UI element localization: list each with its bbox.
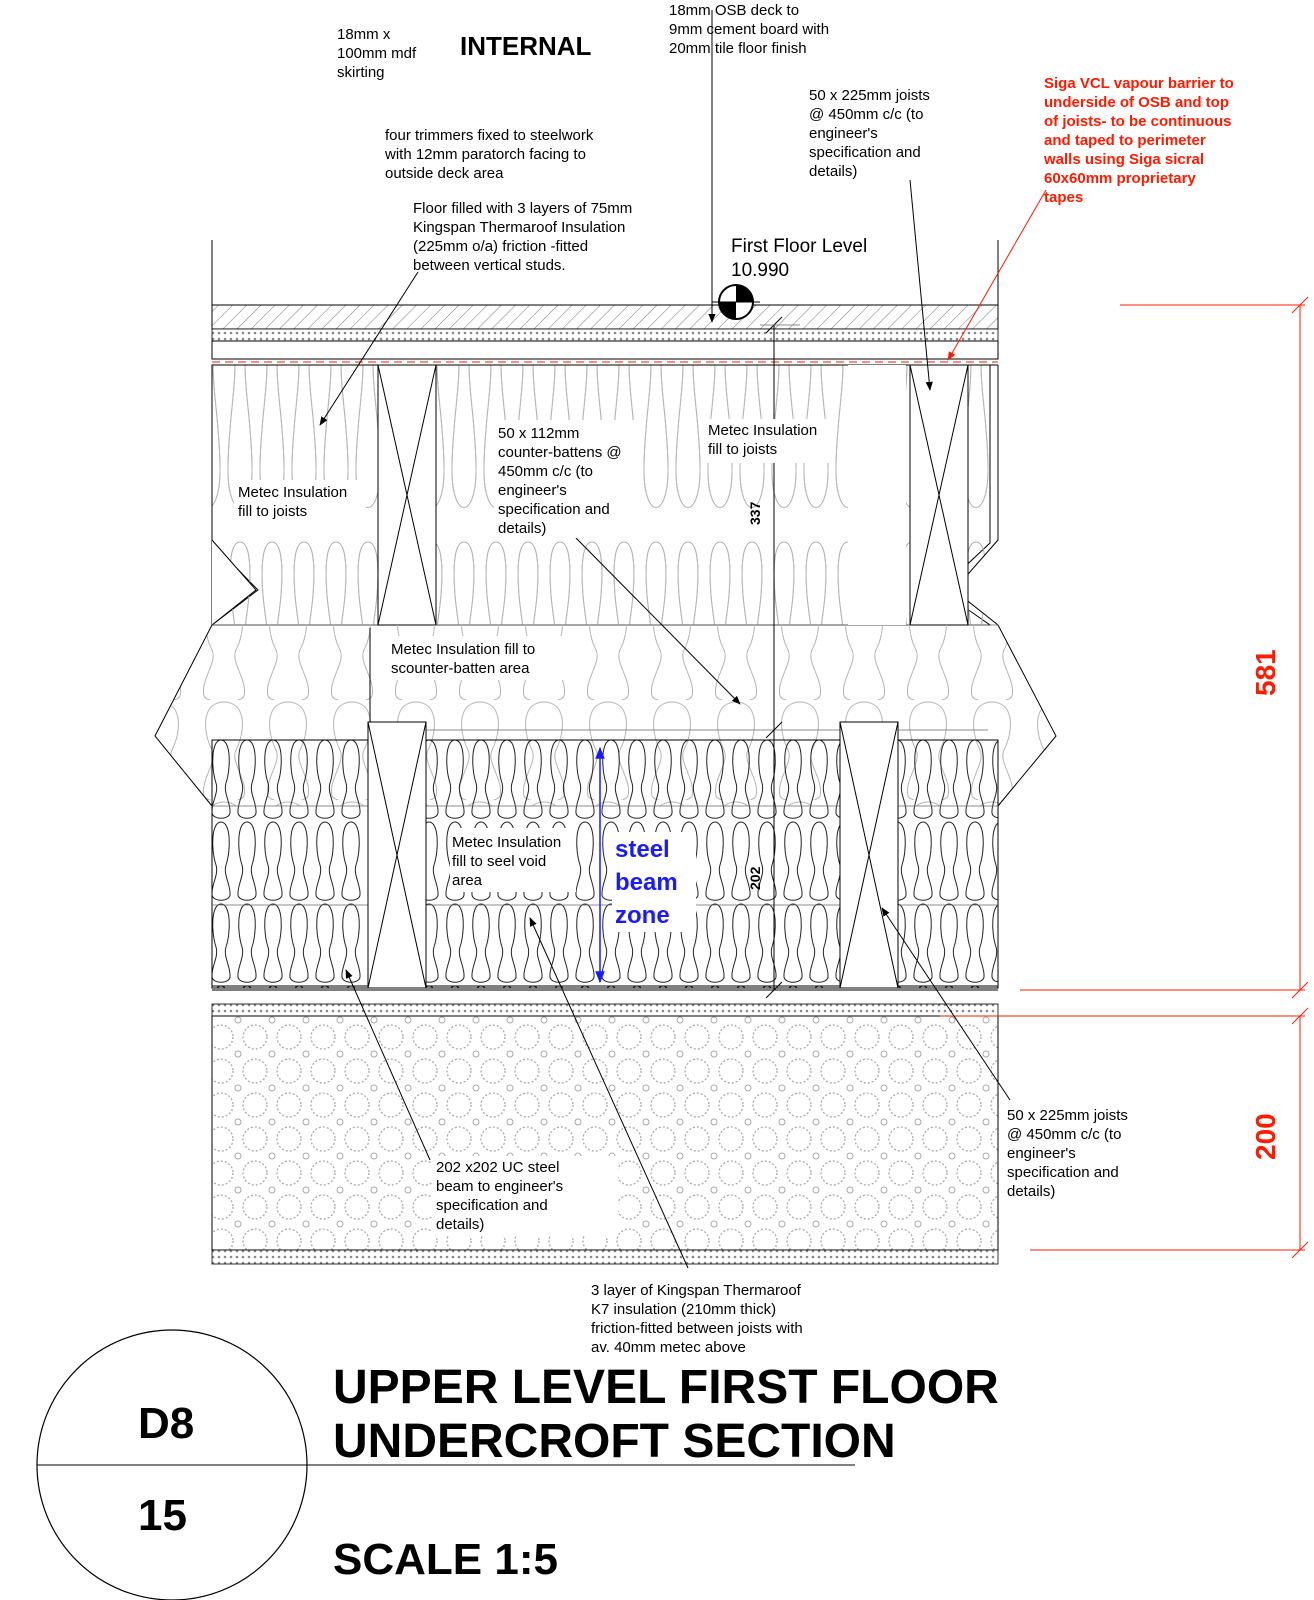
joist-upper-mid-gap — [848, 365, 906, 625]
detail-ref: D8 — [138, 1399, 194, 1448]
metec-steel-bg — [450, 828, 576, 892]
leader-counter-batten — [575, 537, 741, 705]
title-block: D8 15 UPPER LEVEL FIRST FLOOR UNDERCROFT… — [36, 1329, 999, 1600]
vcl-note: Siga VCL vapour barrier to underside of … — [1043, 75, 1238, 206]
trimmers-note: four trimmers fixed to steelwork with 12… — [384, 127, 598, 182]
joists-lower-note: 50 x 225mm joists @ 450mm c/c (to engine… — [1007, 1107, 1132, 1200]
scale-label: SCALE 1:5 — [333, 1535, 558, 1584]
title-line-1: UPPER LEVEL FIRST FLOOR — [333, 1361, 999, 1414]
sheet-ref: 15 — [138, 1491, 187, 1540]
dim-200 — [940, 1007, 1309, 1259]
uc-steel-bg — [432, 1156, 618, 1236]
dim-202 — [765, 730, 783, 999]
metec-steel-note: Metec Insulation fill to seel void area — [452, 834, 565, 889]
joists-top-note: 50 x 225mm joists @ 450mm c/c (to engine… — [809, 87, 934, 180]
leader-joist-lower — [881, 907, 1011, 1101]
joist-lower-left — [367, 721, 427, 989]
metec-batten-note: Metec Insulation fill to scounter-batten… — [391, 641, 539, 677]
counter-battens-bg — [494, 420, 638, 538]
internal-label: INTERNAL — [460, 31, 592, 61]
osb-deck-note: 18mm OSB deck to 9mm cement board with 2… — [669, 2, 833, 57]
metec-right-note: Metec Insulation fill to joists — [708, 422, 821, 458]
leader-uc-steel — [345, 969, 431, 1161]
leader-floor-fill — [319, 271, 419, 426]
title-line-2: UNDERCROFT SECTION — [333, 1415, 896, 1468]
dim-202-label: 202 — [747, 866, 763, 890]
break-line-left — [211, 365, 257, 626]
break-line-right — [953, 365, 999, 626]
skirting-note: 18mm x 100mm mdf skirting — [337, 26, 420, 81]
dim-200-label: 200 — [1250, 1113, 1281, 1160]
joist-upper-right — [909, 364, 969, 626]
k7-note: 3 layer of Kingspan Thermaroof K7 insula… — [591, 1282, 807, 1356]
metec-right-bg — [706, 419, 832, 463]
counter-battens-note: 50 x 112mm counter-battens @ 450mm c/c (… — [498, 425, 626, 537]
metec-left-bg — [234, 480, 366, 524]
leader-vcl — [947, 189, 1047, 361]
leader-joist-top — [909, 179, 933, 391]
dim-337-label: 337 — [747, 501, 763, 525]
steel-zone-bg — [612, 832, 696, 932]
floor-finish-layers — [211, 304, 999, 363]
metec-batten-bg — [388, 636, 566, 680]
leader-k7 — [529, 917, 689, 1269]
steel-zone-label: steel beam zone — [615, 836, 684, 929]
joist-lower-right — [839, 721, 899, 989]
metec-left-note: Metec Insulation fill to joists — [238, 484, 351, 520]
joist-upper-left — [377, 364, 437, 626]
dim-581-label: 581 — [1250, 649, 1281, 696]
uc-steel-note: 202 x202 UC steel beam to engineer's spe… — [436, 1159, 567, 1233]
dim-581 — [1020, 296, 1309, 999]
floor-fill-note: Floor filled with 3 layers of 75mm Kings… — [413, 200, 636, 274]
ffl-label: First Floor Level 10.990 — [731, 236, 872, 281]
ffl-datum-symbol — [712, 284, 760, 320]
